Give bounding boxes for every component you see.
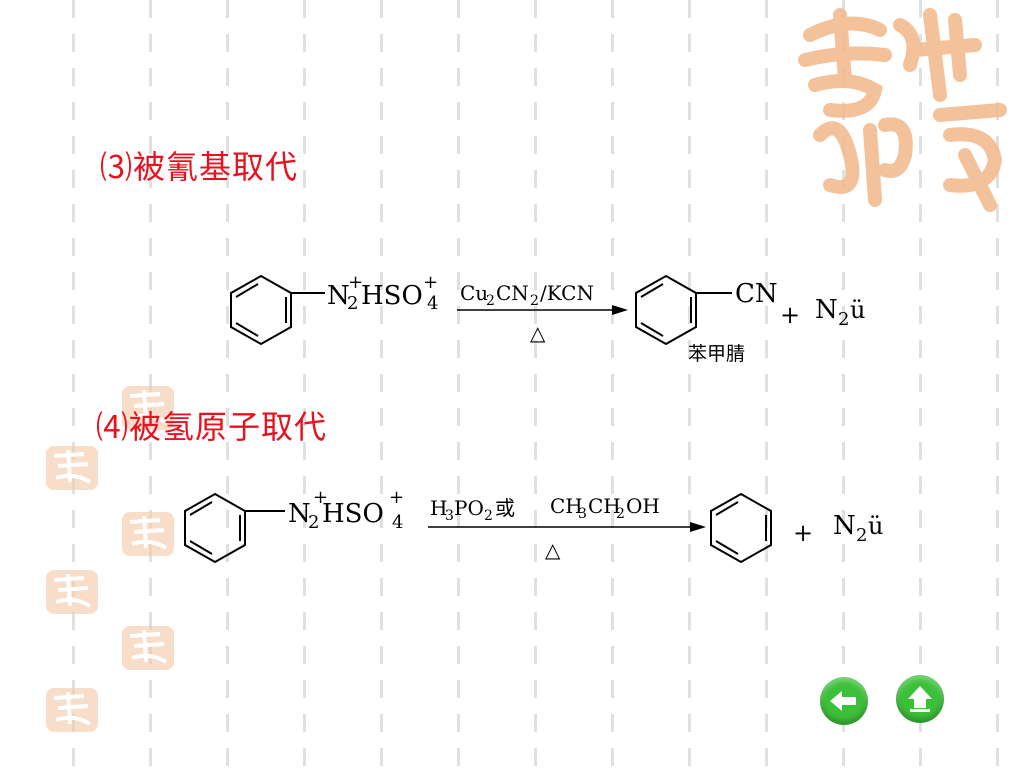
reagent-po: PO: [454, 496, 484, 520]
calligraphy-logo: [798, 8, 1007, 212]
reactant-charge: +: [348, 272, 363, 293]
plus-sign: +: [793, 519, 813, 547]
benzene-ring-product: [710, 492, 772, 564]
reactant-hso: HSO: [361, 281, 423, 311]
stamp-logo: [122, 626, 174, 670]
reagent-kcn: /KCN: [540, 281, 594, 305]
stamp-logo: [122, 386, 174, 430]
reagent-sub: 2: [484, 508, 493, 524]
reactant-n: N: [288, 499, 311, 529]
heat-condition: △: [530, 321, 546, 345]
reaction-arrow: [457, 305, 628, 315]
benzene-ring-reactant: [184, 492, 285, 564]
reagent-h: H: [430, 496, 447, 520]
reactant-charge: +: [313, 487, 328, 508]
reagent-sub: 2: [616, 506, 625, 522]
reagent-ch3: CH: [550, 494, 583, 518]
reagent-sub: 3: [578, 506, 587, 522]
reagent-oh: OH: [626, 494, 660, 518]
stamp-logo: [46, 570, 98, 614]
plus-sign: +: [780, 301, 800, 329]
reactant-charge: +: [389, 487, 404, 508]
reactant-sub: 2: [308, 512, 319, 533]
stamp-logo: [122, 512, 174, 556]
reagent-sub: 2: [530, 293, 539, 309]
reagent-sub: 3: [445, 508, 454, 524]
byproduct-n: N: [815, 295, 838, 325]
benzene-ring-product: [635, 274, 732, 346]
stamp-logo: [46, 688, 98, 732]
section4-heading: ⑷被氢原子取代: [96, 408, 328, 446]
section3-heading: ⑶被氰基取代: [100, 148, 299, 186]
reagent-cu: Cu: [460, 281, 488, 305]
benzene-ring-reactant: [230, 274, 325, 346]
reactant-sub: 4: [427, 293, 438, 314]
byproduct-n: N: [833, 511, 856, 541]
reactant-sub: 2: [347, 293, 358, 314]
byproduct-sub: 2: [838, 309, 849, 330]
reaction-arrow: [428, 522, 706, 532]
reactant-hso: HSO: [322, 499, 384, 529]
arrow-left-icon: [830, 691, 856, 711]
reagent-sub: 2: [486, 293, 495, 309]
reactant-charge: +: [423, 272, 438, 293]
home-button[interactable]: [896, 675, 944, 723]
reactant-sub: 4: [392, 512, 403, 533]
reagent-cn: CN: [496, 281, 529, 305]
stamp-logo: [46, 446, 98, 490]
arrow-up-icon: [908, 686, 932, 712]
reagent-or: 或: [495, 496, 515, 520]
product-name: 苯甲腈: [688, 343, 745, 365]
product-cn: CN: [735, 279, 778, 309]
reagent-ch2: CH: [588, 494, 621, 518]
byproduct-sub: 2: [856, 525, 867, 546]
heat-condition: △: [545, 538, 561, 562]
byproduct-rest: ü: [850, 296, 865, 324]
reactant-n: N: [327, 281, 350, 311]
byproduct-rest: ü: [868, 512, 883, 540]
back-button[interactable]: [820, 677, 868, 725]
